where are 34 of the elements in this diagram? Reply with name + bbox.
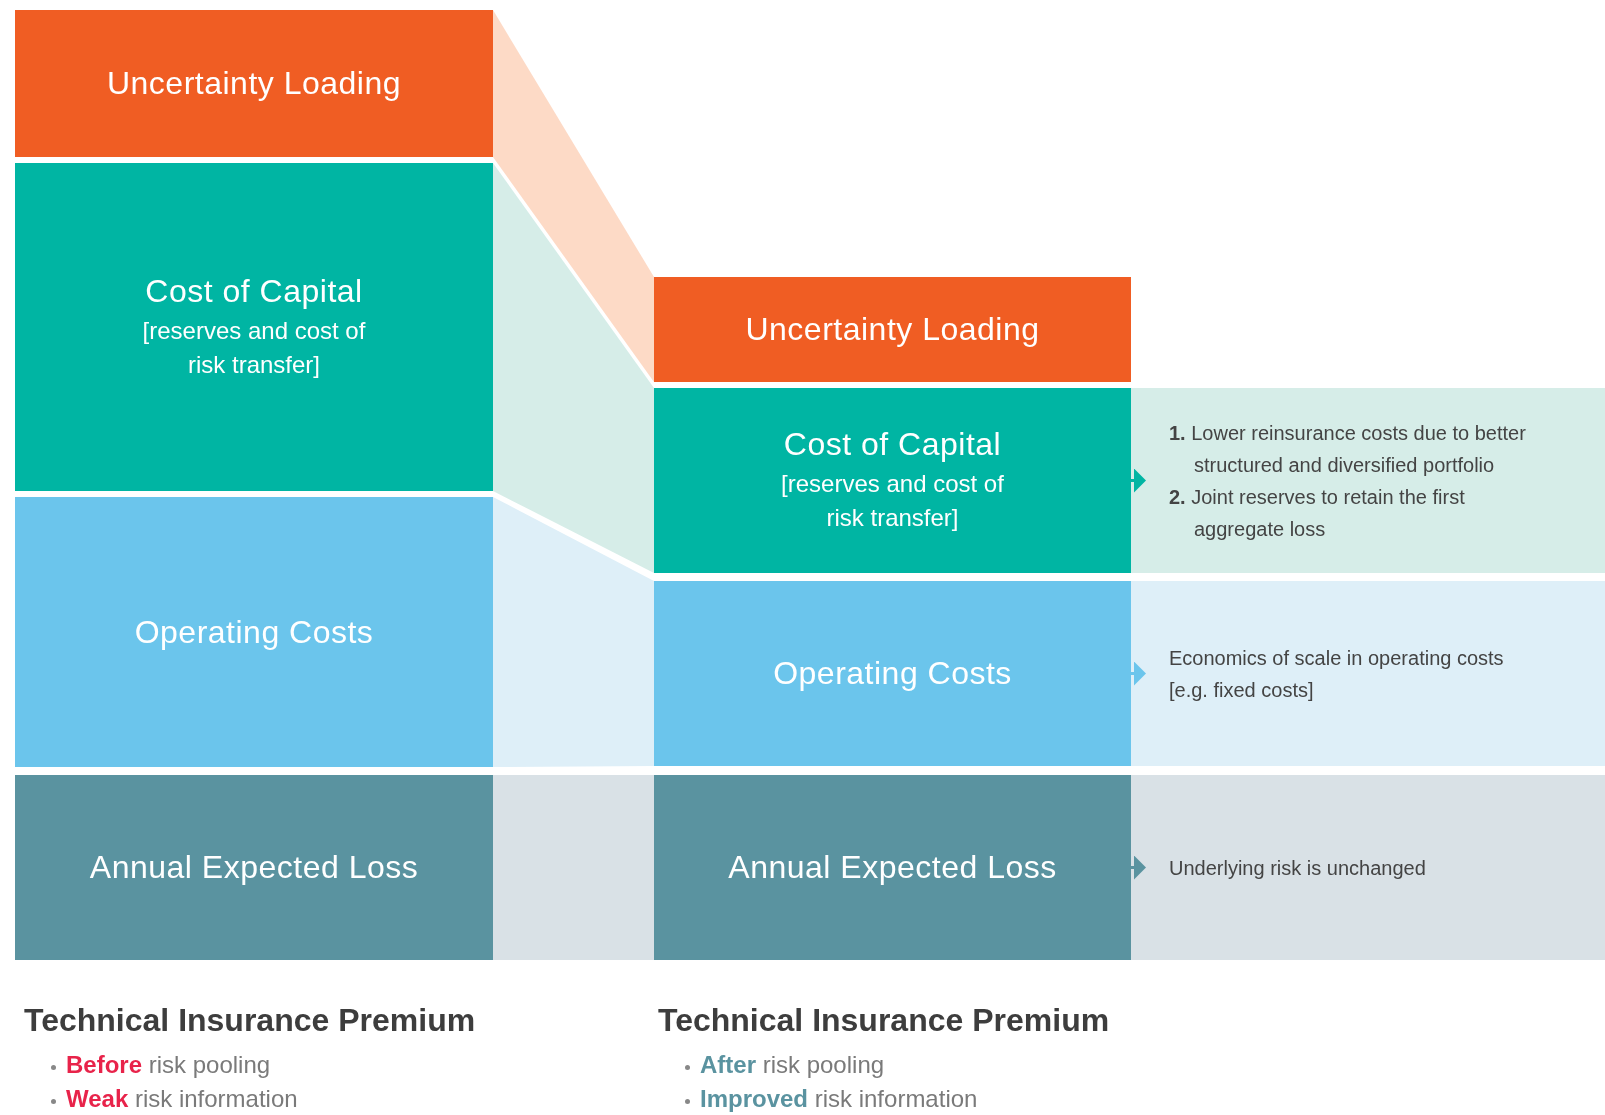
pointer-arrow (1131, 855, 1146, 880)
cost-block (15, 497, 493, 767)
cost-block (654, 388, 1131, 573)
block-title: Operating Costs (773, 655, 1012, 692)
cost-block (15, 163, 493, 491)
pointer-arrow (1131, 468, 1146, 493)
cost-block (654, 277, 1131, 382)
cost-block (654, 775, 1131, 960)
block-subtitle: [reserves and cost of risk transfer] (780, 469, 1005, 533)
bullet-text: Weak risk information (66, 1085, 298, 1113)
block-title: Cost of Capital (783, 426, 1002, 464)
note-panel (1131, 388, 1605, 573)
block-subtitle: [reserves and cost of risk transfer] (141, 315, 367, 380)
note-text: Underlying risk is unchanged (1169, 855, 1426, 881)
block-title: Operating Costs (134, 613, 374, 651)
section-heading: Technical Insurance Premium (658, 1002, 1110, 1039)
cost-block (654, 581, 1131, 766)
block-title: Annual Expected Loss (89, 849, 419, 886)
note-panel (1131, 775, 1605, 960)
block-title: Annual Expected Loss (728, 849, 1057, 886)
note-text: 1. Lower reinsurance costs due to better structured and diversified portfolio (1169, 420, 1527, 478)
note-text: Economics of scale in operating costs [e.g. fixed costs] (1169, 645, 1505, 703)
note-panel (1131, 581, 1605, 766)
block-title: Cost of Capital (145, 272, 363, 310)
section-heading: Technical Insurance Premium (24, 1002, 476, 1039)
pointer-arrow (1131, 661, 1146, 686)
bullet-text: After risk pooling (700, 1051, 885, 1079)
bullet-text: Improved risk information (700, 1085, 978, 1113)
cost-block (15, 10, 493, 157)
bullet-text: Before risk pooling (66, 1051, 271, 1079)
block-title: Uncertainty Loading (745, 311, 1040, 348)
cost-block (15, 775, 493, 960)
note-text: 2. Joint reserves to retain the first aggregate loss (1169, 484, 1466, 542)
block-title: Uncertainty Loading (106, 65, 402, 102)
